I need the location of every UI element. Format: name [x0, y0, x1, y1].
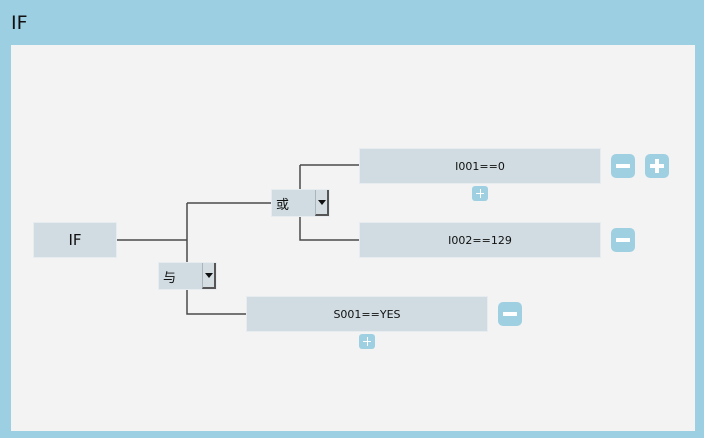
minus-icon	[503, 312, 517, 316]
operator-or-label: 或	[276, 197, 290, 213]
add-sibling-button[interactable]	[645, 154, 669, 178]
condition-node-2[interactable]: I002==129	[359, 222, 601, 258]
dropdown-arrow-icon[interactable]	[202, 263, 216, 289]
rule-canvas: IF 与 或 I001==0 I002==129 S001==YES	[11, 45, 695, 431]
remove-condition-1-button[interactable]	[611, 154, 635, 178]
condition-node-3[interactable]: S001==YES	[246, 296, 488, 332]
minus-icon	[616, 164, 630, 168]
condition-label: I002==129	[448, 233, 512, 247]
operator-and-select[interactable]: 与	[158, 262, 217, 290]
dropdown-arrow-icon[interactable]	[315, 190, 329, 216]
root-if-node[interactable]: IF	[33, 222, 117, 258]
minus-icon	[616, 238, 630, 242]
connector-and-branch	[186, 203, 247, 315]
operator-and-label: 与	[163, 270, 177, 286]
add-under-condition-3-button[interactable]	[359, 334, 375, 349]
operator-or-select[interactable]: 或	[271, 189, 330, 217]
remove-condition-2-button[interactable]	[611, 228, 635, 252]
root-if-label: IF	[68, 231, 82, 249]
add-under-condition-1-button[interactable]	[472, 186, 488, 201]
condition-label: S001==YES	[333, 307, 401, 321]
condition-node-1[interactable]: I001==0	[359, 148, 601, 184]
condition-label: I001==0	[455, 159, 505, 173]
window-title: IF	[11, 12, 28, 34]
remove-condition-3-button[interactable]	[498, 302, 522, 326]
